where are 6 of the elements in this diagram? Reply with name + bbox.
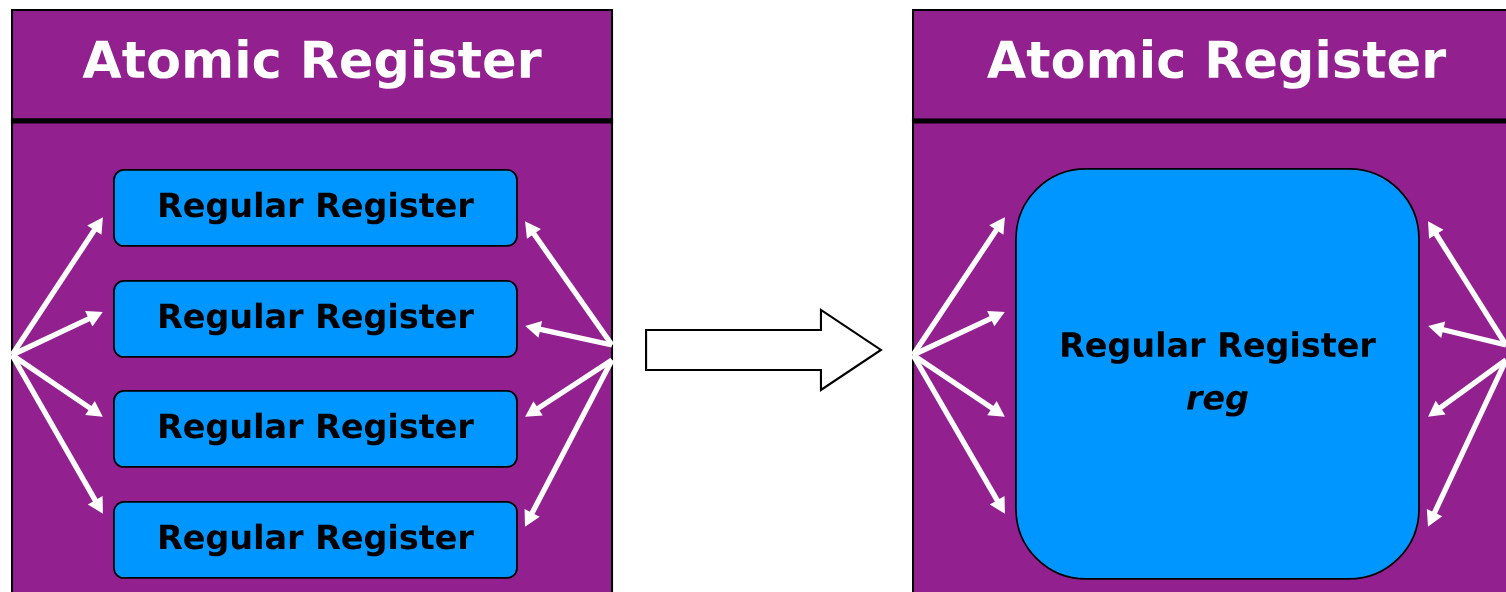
register-box: Regular Register <box>113 390 518 468</box>
block-arrow <box>645 308 883 392</box>
register-box: Regular Register <box>113 280 518 358</box>
register-box: Regular Register <box>113 501 518 579</box>
register-box: Regular Register <box>113 169 518 247</box>
register-box: Regular Register reg <box>1015 168 1420 580</box>
